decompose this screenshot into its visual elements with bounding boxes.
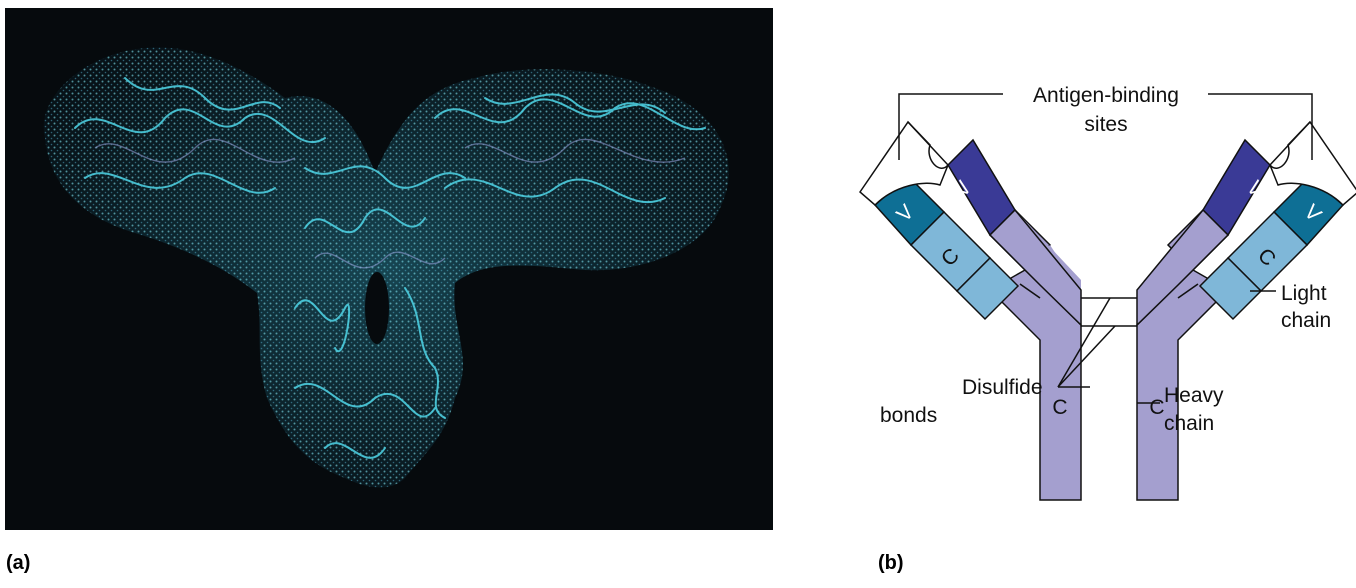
- heavy-chain-label-line2: chain: [1164, 412, 1214, 435]
- panel-a-tag: (a): [6, 552, 31, 574]
- light-chain-label-line1: Light: [1281, 282, 1327, 305]
- light-chain-label-line2: chain: [1281, 309, 1331, 332]
- heavy-chain-label-line1: Heavy: [1164, 384, 1224, 407]
- heavy-constant-right-label: C: [1149, 396, 1164, 419]
- antibody-surface: [43, 47, 729, 488]
- heavy-constant-left-label: C: [1052, 396, 1067, 419]
- antigen-binding-leader: [898, 93, 1313, 160]
- antibody-model-photo: [5, 8, 773, 530]
- antigen-binding-site-left: [859, 120, 949, 207]
- disulfide-bonds: [1019, 283, 1199, 327]
- antigen-binding-label-line2: sites: [1084, 113, 1127, 136]
- panel-b-tag: (b): [878, 552, 904, 574]
- antibody-diagram: V V C V V C C C Antigen-binding sites Li…: [836, 0, 1356, 535]
- disulfide-label-line1: Disulfide: [962, 376, 1043, 399]
- antibody-model-image: [5, 8, 773, 530]
- disulfide-label-line2: bonds: [880, 404, 937, 427]
- antigen-binding-label-line1: Antigen-binding: [1033, 84, 1179, 107]
- antibody-schematic: V V C V V C C C Antigen-binding sites Li…: [859, 84, 1356, 501]
- antigen-binding-site-right: [1269, 120, 1356, 207]
